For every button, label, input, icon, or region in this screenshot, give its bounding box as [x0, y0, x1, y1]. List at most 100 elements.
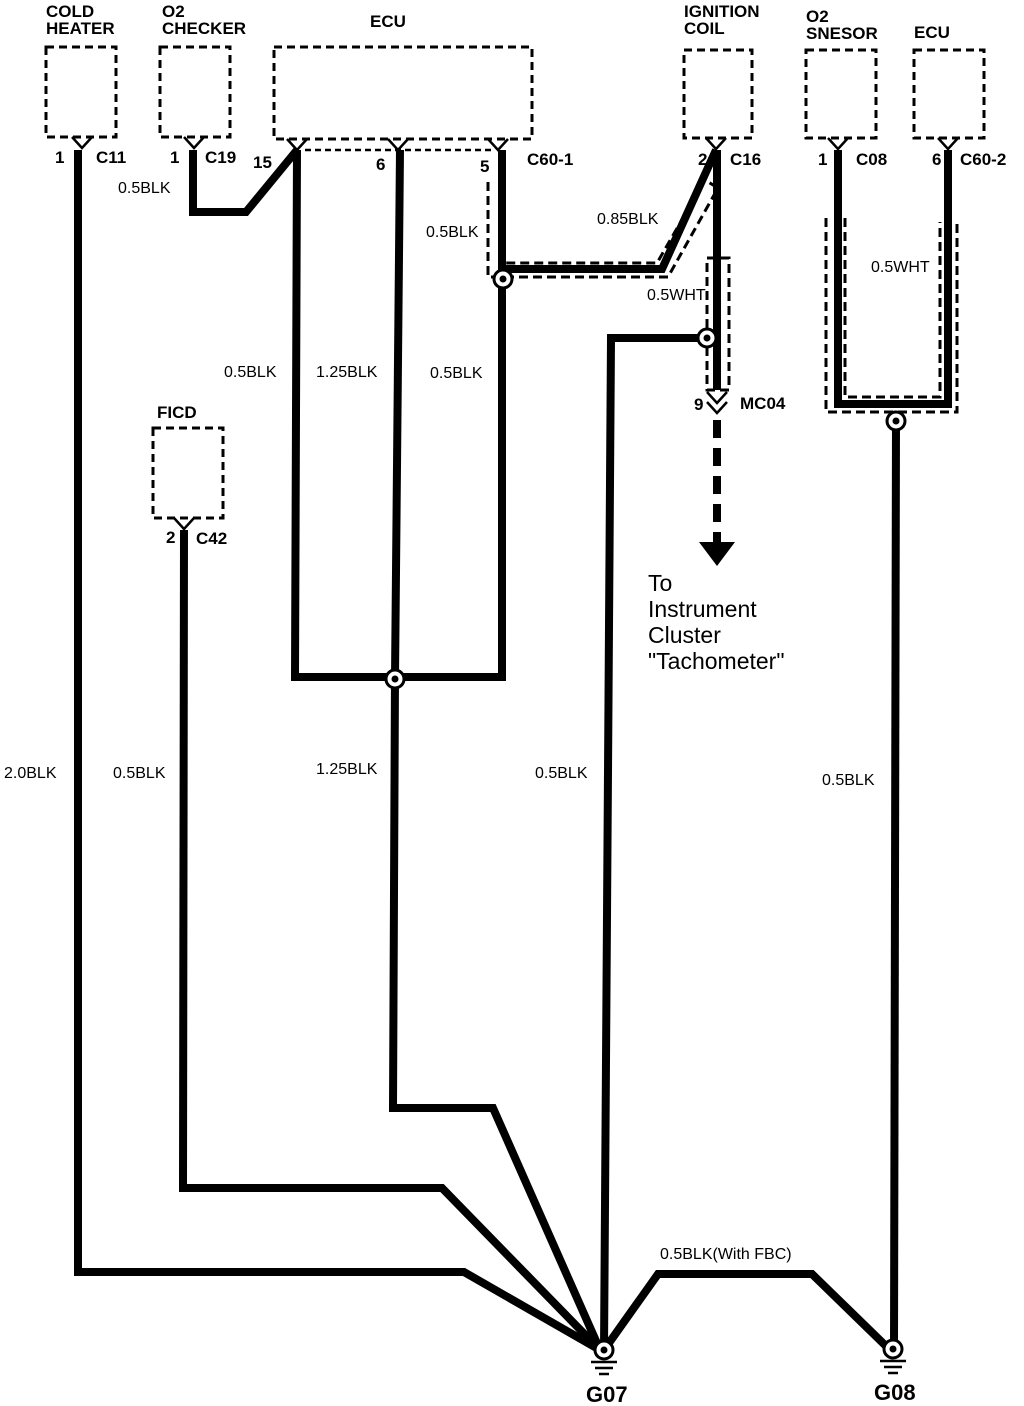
ficd-pin: 2: [166, 528, 175, 547]
wire-label-cold-heater: 2.0BLK: [4, 765, 57, 782]
wire-label-ecu-join: 1.25BLK: [316, 761, 378, 778]
ignition-coil-label-line2: COIL: [684, 19, 725, 38]
tachometer-note-line2: Instrument: [648, 596, 757, 622]
ignition-coil-connector: C16: [730, 150, 761, 169]
splice-node-ecu5: [492, 268, 514, 290]
wire-label-o2-sensor-ground: 0.5BLK: [822, 772, 875, 789]
wire-label-ecu5-drop: 0.5BLK: [430, 365, 483, 382]
o2-sensor-component: O2 SNESOR 1 C08: [804, 7, 887, 169]
cold-heater-connector: C11: [96, 148, 126, 167]
ignition-shield: [486, 177, 721, 279]
ecu-right-box: [912, 48, 986, 140]
cold-heater-pin: 1: [55, 148, 64, 167]
o2-sensor-wire: [834, 150, 896, 408]
wire-label-ecu-pin5: 0.5BLK: [426, 224, 479, 241]
ecu-pin6-icon: [387, 138, 409, 152]
ignition-coil-component: IGNITION COIL 2 C16: [682, 2, 764, 169]
o2-checker-component: O2 CHECKER 1 C19: [158, 2, 246, 167]
ecu5-drop-wire: [394, 150, 506, 681]
tachometer-note-line3: Cluster: [648, 622, 721, 648]
ficd-label: FICD: [157, 403, 197, 422]
wire-label-ecu6-drop: 1.25BLK: [316, 364, 378, 381]
ground-g07-icon: [591, 1360, 617, 1376]
down-arrow-icon: [699, 542, 735, 566]
o2-checker-connector: C19: [205, 148, 236, 167]
ground-g07-label: G07: [586, 1382, 628, 1406]
tachometer-note-line1: To: [648, 570, 672, 596]
cold-heater-pin-icon: [71, 136, 93, 150]
wire-label-o2-checker: 0.5BLK: [118, 180, 171, 197]
splice-node-ecu-join: [384, 668, 406, 690]
o2-sensor-pin: 1: [818, 150, 827, 169]
mc04-label: MC04: [740, 394, 786, 413]
wire-label-g07-g08: 0.5BLK(With FBC): [660, 1246, 792, 1263]
o2-sensor-connector: C08: [856, 150, 887, 169]
o2-checker-label: O2 CHECKER: [162, 2, 246, 38]
ignition-coil-shield-wire: [502, 148, 720, 273]
o2-checker-label-line2: CHECKER: [162, 19, 246, 38]
mc04-pin-icon-bottom: [706, 401, 728, 415]
ecu-main-box: [272, 45, 534, 141]
mc04-pin-icon-top: [706, 391, 728, 405]
ecu-main-label: ECU: [370, 12, 406, 31]
ficd-box: [151, 426, 225, 520]
ignition-coil-pin: 2: [698, 150, 707, 169]
g07-g08-link-wire: [600, 1270, 891, 1353]
o2-sensor-ground-wire: [890, 419, 900, 1349]
tachometer-note: To Instrument Cluster "Tachometer": [648, 570, 785, 674]
ficd-ground-wire: [178, 529, 603, 1353]
wire-label-ficd: 0.5BLK: [113, 765, 166, 782]
cold-heater-wire: [74, 150, 602, 1354]
ecu-main-connector: C60-1: [527, 150, 573, 169]
ficd-connector: C42: [196, 529, 227, 548]
ground-g08-label: G08: [874, 1380, 916, 1405]
tachometer-note-line4: "Tachometer": [648, 648, 785, 674]
cold-heater-label: COLD HEATER: [46, 2, 115, 38]
wire-label-ign-shield: 0.85BLK: [597, 211, 659, 228]
o2-checker-wire: [189, 147, 301, 216]
cold-heater-label-line1: COLD: [46, 2, 94, 21]
o2-sensor-box: [804, 48, 878, 140]
ignition-coil-pin-icon: [705, 137, 727, 151]
cold-heater-component: COLD HEATER 1 C11: [44, 2, 126, 167]
ecu-right-wire: [896, 150, 952, 408]
ecu-pin15: 15: [253, 153, 272, 172]
ecu-right-connector: C60-2: [960, 150, 1006, 169]
o2-sensor-label-line1: O2: [806, 7, 829, 26]
ignition-coil-label-line1: IGNITION: [684, 2, 760, 21]
ecu-right-component: ECU 6 C60-2: [912, 23, 1006, 169]
splice-node-ign: [696, 327, 718, 349]
mc04-pin: 9: [694, 395, 703, 414]
o2-checker-label-line1: O2: [162, 2, 185, 21]
ignition-coil-box: [682, 48, 754, 140]
wire-label-ign-ground: 0.5BLK: [535, 765, 588, 782]
ecu-pin5: 5: [480, 157, 489, 176]
ecu15-drop-wire: [290, 149, 394, 681]
ficd-pin-icon: [173, 517, 195, 531]
wire-label-ign-mc04: 0.5WHT: [647, 287, 706, 304]
o2-sensor-label-line2: SNESOR: [806, 24, 878, 43]
ecu-main-component: ECU 15 6 5 C60-1: [253, 12, 573, 176]
ign-ground-wire: [600, 334, 710, 1351]
cold-heater-box: [44, 45, 118, 139]
cold-heater-label-line2: HEATER: [46, 19, 115, 38]
o2-sensor-shield: [824, 218, 959, 414]
ecu-right-pin-icon: [937, 137, 959, 151]
ecu-join-ground-wire: [388, 676, 604, 1352]
ecu6-drop-wire: [391, 149, 404, 678]
o2-checker-pin-icon: [183, 136, 205, 150]
o2-sensor-pin-icon: [827, 137, 849, 151]
ignition-coil-label: IGNITION COIL: [684, 2, 764, 38]
o2-checker-pin: 1: [170, 148, 179, 167]
ign-wht-shield: [705, 256, 731, 392]
ficd-component: FICD 2 C42: [151, 403, 227, 548]
ecu-pin5-icon: [487, 138, 509, 152]
wire-label-ecu15-drop: 0.5BLK: [224, 364, 277, 381]
ecu-pin15-icon: [286, 138, 308, 152]
o2-checker-box: [158, 45, 232, 139]
ground-g08: G08: [874, 1338, 916, 1405]
ground-g07: G07: [586, 1339, 628, 1406]
ecu-pin6: 6: [376, 155, 385, 174]
ecu-right-pin: 6: [932, 150, 941, 169]
